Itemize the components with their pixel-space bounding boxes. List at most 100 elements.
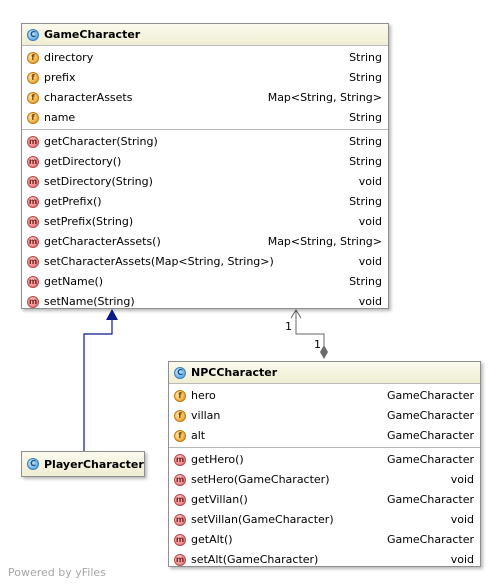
field-type: GameCharacter xyxy=(386,389,474,402)
field-name: name xyxy=(44,111,76,124)
aggregation-diamond xyxy=(320,345,328,359)
method-return-type: void xyxy=(358,175,382,188)
field-icon: f xyxy=(27,72,39,84)
method-row: m getCharacterAssets() Map<String, Strin… xyxy=(22,232,388,252)
class-name: PlayerCharacter xyxy=(44,458,144,471)
field-icon: f xyxy=(174,390,186,402)
class-header: C NPCCharacter xyxy=(169,362,480,384)
method-icon: m xyxy=(174,474,186,486)
method-name: getName() xyxy=(44,275,104,288)
method-icon: m xyxy=(174,454,186,466)
method-return-type: String xyxy=(349,135,382,148)
field-name: characterAssets xyxy=(44,91,133,104)
method-row: m getName() String xyxy=(22,272,388,292)
method-row: m setAlt(GameCharacter) void xyxy=(169,550,480,570)
method-row: m getPrefix() String xyxy=(22,192,388,212)
method-row: m getVillan() GameCharacter xyxy=(169,490,480,510)
method-row: m getDirectory() String xyxy=(22,152,388,172)
method-return-type: void xyxy=(450,513,474,526)
field-type: String xyxy=(349,51,382,64)
multiplicity-label-target: 1 xyxy=(314,338,321,351)
method-name: setCharacterAssets(Map<String, String>) xyxy=(44,255,274,268)
method-return-type: void xyxy=(450,473,474,486)
method-return-type: void xyxy=(450,553,474,566)
field-row: f villan GameCharacter xyxy=(169,406,480,426)
class-name: GameCharacter xyxy=(44,28,141,41)
fields-section: f directory String f prefix String f cha… xyxy=(22,46,388,130)
method-icon: m xyxy=(27,136,39,148)
method-return-type: String xyxy=(349,155,382,168)
method-return-type: void xyxy=(358,215,382,228)
field-row: f characterAssets Map<String, String> xyxy=(22,88,388,108)
method-row: m setHero(GameCharacter) void xyxy=(169,470,480,490)
field-type: String xyxy=(349,111,382,124)
method-return-type: String xyxy=(349,195,382,208)
field-name: directory xyxy=(44,51,94,64)
field-row: f prefix String xyxy=(22,68,388,88)
method-icon: m xyxy=(174,514,186,526)
field-row: f directory String xyxy=(22,48,388,68)
method-icon: m xyxy=(27,176,39,188)
class-header: C GameCharacter xyxy=(22,24,388,46)
class-box-gamecharacter[interactable]: C GameCharacter f directory String f pre… xyxy=(21,23,389,309)
method-row: m setName(String) void xyxy=(22,292,388,312)
method-icon: m xyxy=(27,156,39,168)
inheritance-edge xyxy=(83,320,113,451)
method-name: getVillan() xyxy=(191,493,248,506)
field-name: hero xyxy=(191,389,216,402)
method-name: setPrefix(String) xyxy=(44,215,134,228)
method-name: getPrefix() xyxy=(44,195,102,208)
association-arrowhead xyxy=(290,309,302,319)
method-name: getCharacter(String) xyxy=(44,135,158,148)
powered-by-footer: Powered by yFiles xyxy=(8,566,106,579)
method-icon: m xyxy=(27,236,39,248)
field-type: Map<String, String> xyxy=(267,91,382,104)
method-return-type: GameCharacter xyxy=(386,493,474,506)
field-type: String xyxy=(349,71,382,84)
field-type: GameCharacter xyxy=(386,409,474,422)
field-icon: f xyxy=(27,92,39,104)
method-row: m getHero() GameCharacter xyxy=(169,450,480,470)
field-name: prefix xyxy=(44,71,76,84)
field-row: f hero GameCharacter xyxy=(169,386,480,406)
method-return-type: void xyxy=(358,295,382,308)
method-name: getHero() xyxy=(191,453,244,466)
method-name: setVillan(GameCharacter) xyxy=(191,513,334,526)
method-return-type: String xyxy=(349,275,382,288)
method-row: m setVillan(GameCharacter) void xyxy=(169,510,480,530)
class-box-playercharacter[interactable]: C PlayerCharacter xyxy=(21,451,145,477)
method-icon: m xyxy=(27,216,39,228)
method-row: m getAlt() GameCharacter xyxy=(169,530,480,550)
method-return-type: GameCharacter xyxy=(386,533,474,546)
class-name: NPCCharacter xyxy=(191,366,278,379)
class-icon: C xyxy=(174,367,186,379)
method-name: setDirectory(String) xyxy=(44,175,153,188)
method-row: m setDirectory(String) void xyxy=(22,172,388,192)
field-type: GameCharacter xyxy=(386,429,474,442)
method-icon: m xyxy=(27,296,39,308)
methods-section: m getHero() GameCharacter m setHero(Game… xyxy=(169,448,480,571)
method-icon: m xyxy=(27,196,39,208)
method-name: setHero(GameCharacter) xyxy=(191,473,330,486)
class-icon: C xyxy=(27,29,39,41)
field-icon: f xyxy=(27,112,39,124)
field-row: f alt GameCharacter xyxy=(169,426,480,446)
method-icon: m xyxy=(174,554,186,566)
inheritance-arrowhead xyxy=(106,309,118,320)
method-name: getCharacterAssets() xyxy=(44,235,161,248)
class-icon: C xyxy=(27,458,39,470)
method-icon: m xyxy=(27,256,39,268)
fields-section: f hero GameCharacter f villan GameCharac… xyxy=(169,384,480,448)
class-box-npccharacter[interactable]: C NPCCharacter f hero GameCharacter f vi… xyxy=(168,361,481,567)
field-icon: f xyxy=(27,52,39,64)
method-return-type: void xyxy=(358,255,382,268)
field-icon: f xyxy=(174,410,186,422)
field-name: alt xyxy=(191,429,206,442)
method-icon: m xyxy=(27,276,39,288)
method-icon: m xyxy=(174,494,186,506)
association-edge xyxy=(295,311,325,347)
method-name: getDirectory() xyxy=(44,155,122,168)
methods-section: m getCharacter(String) String m getDirec… xyxy=(22,130,388,313)
method-row: m setPrefix(String) void xyxy=(22,212,388,232)
